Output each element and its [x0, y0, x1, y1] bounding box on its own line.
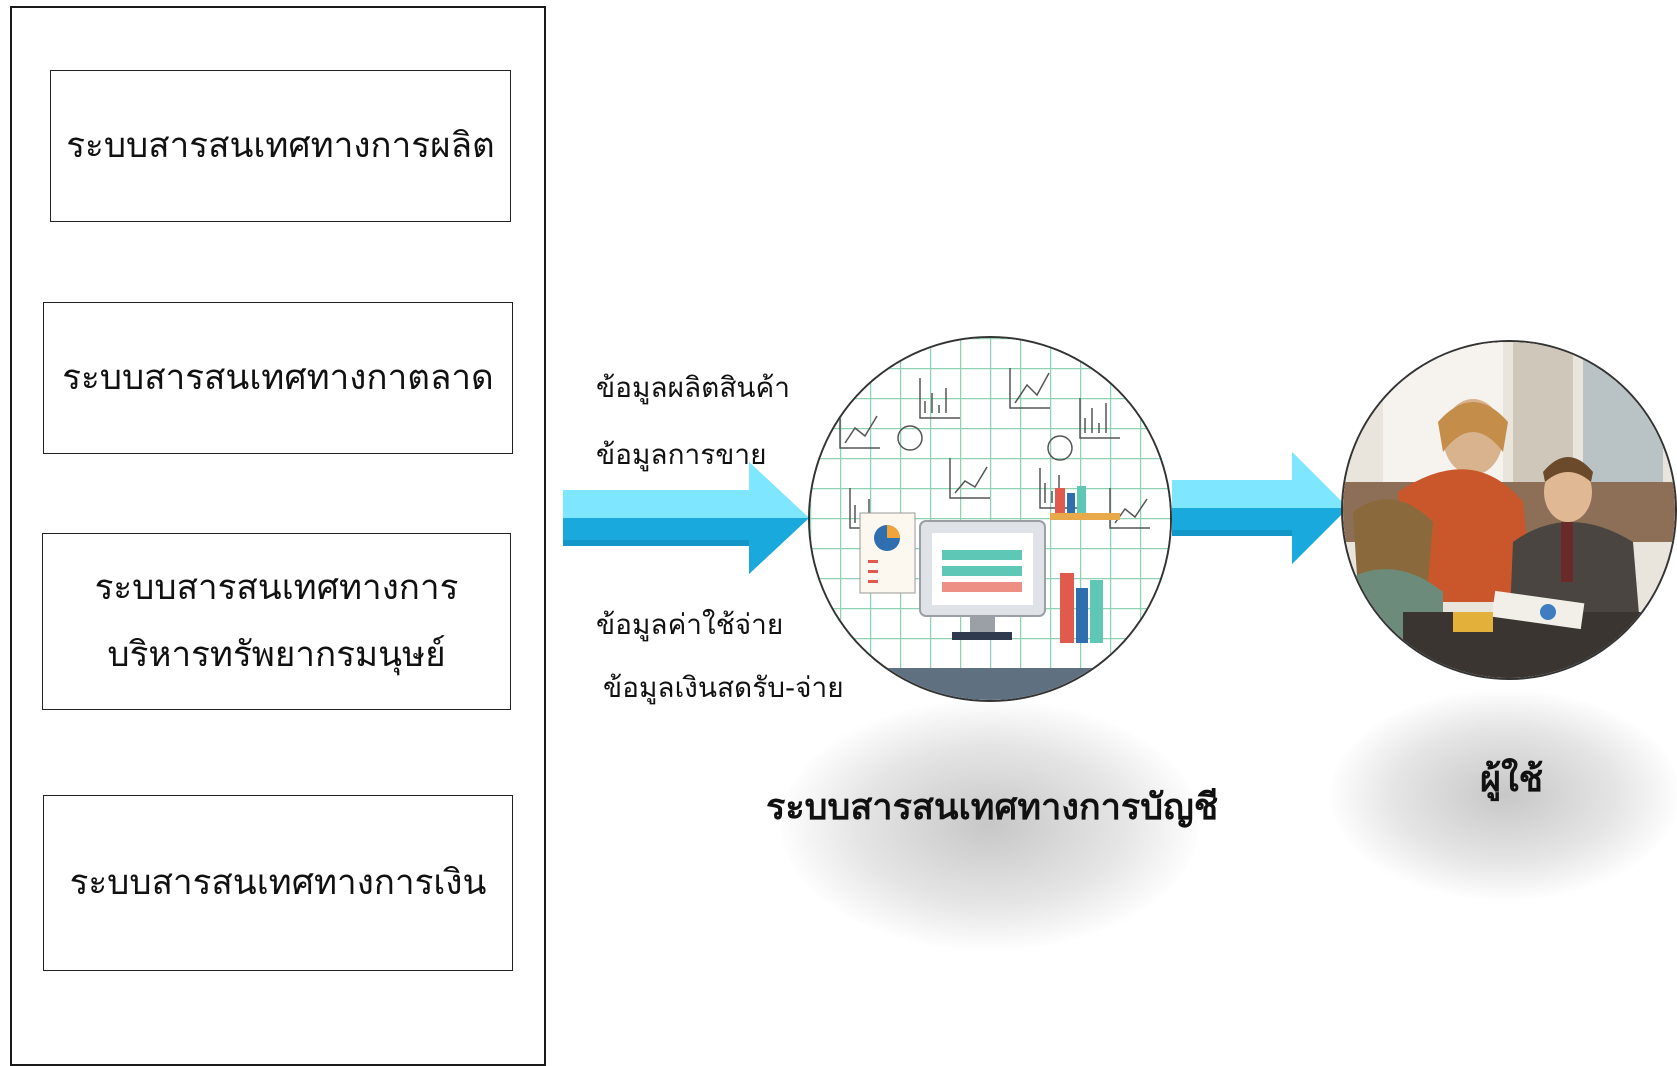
- input-expense-data: ข้อมูลค่าใช้จ่าย: [596, 608, 784, 641]
- finance-is-box: ระบบสารสนเทศทางการเงิน: [43, 795, 513, 971]
- production-is-label: ระบบสารสนเทศทางการผลิต: [66, 125, 495, 166]
- hr-is-box: ระบบสารสนเทศทางการ บริหารทรัพยากรมนุษย์: [42, 533, 511, 710]
- input-sales-data: ข้อมูลการขาย: [596, 438, 767, 471]
- accounting-shadow: [780, 700, 1200, 950]
- people-meeting-photo: [1343, 342, 1675, 678]
- right-arrow-icon: [563, 462, 809, 574]
- finance-is-label: ระบบสารสนเทศทางการเงิน: [69, 862, 487, 903]
- accounting-computer-illustration: [810, 338, 1170, 700]
- marketing-is-label: ระบบสารสนเทศทางกาตลาด: [62, 357, 494, 398]
- user-title: ผู้ใช้: [1480, 759, 1544, 800]
- input-cash-data: ข้อมูลเงินสดรับ-จ่าย: [603, 671, 844, 704]
- marketing-is-box: ระบบสารสนเทศทางกาตลาด: [43, 302, 513, 454]
- user-image: [1341, 340, 1677, 680]
- accounting-system-title: ระบบสารสนเทศทางการบัญชี: [766, 787, 1219, 828]
- user-shadow: [1330, 690, 1677, 900]
- hr-is-label-line2: บริหารทรัพยากรมนุษย์: [107, 634, 446, 675]
- accounting-system-image: [808, 336, 1172, 702]
- hr-is-label-line1: ระบบสารสนเทศทางการ: [94, 568, 459, 608]
- production-is-box: ระบบสารสนเทศทางการผลิต: [50, 70, 511, 222]
- input-production-data: ข้อมูลผลิตสินค้า: [596, 371, 791, 404]
- right-arrow-icon: [1172, 452, 1348, 564]
